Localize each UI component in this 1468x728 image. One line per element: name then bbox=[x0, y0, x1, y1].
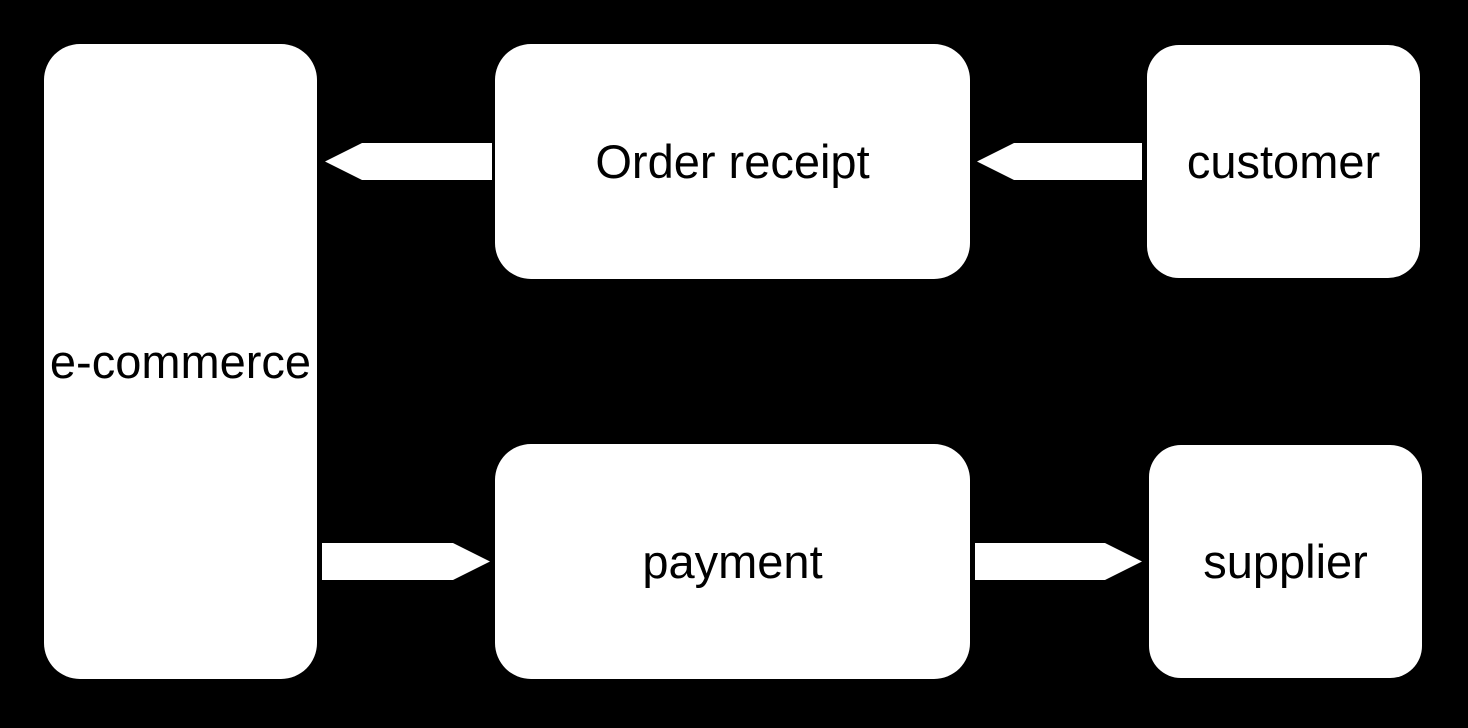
node-supplier: supplier bbox=[1149, 445, 1422, 678]
arrow-payment-to-supplier bbox=[975, 543, 1142, 580]
node-payment-label: payment bbox=[642, 535, 823, 588]
node-ecommerce-label: e-commerce bbox=[49, 335, 312, 388]
arrow-ecommerce-to-payment bbox=[322, 543, 490, 580]
node-customer: customer bbox=[1147, 45, 1420, 278]
arrow-customer-to-order-receipt bbox=[977, 143, 1142, 180]
node-supplier-label: supplier bbox=[1203, 535, 1368, 588]
node-ecommerce: e-commerce bbox=[44, 44, 317, 679]
node-order-receipt: Order receipt bbox=[495, 44, 970, 279]
node-order-receipt-label: Order receipt bbox=[595, 135, 870, 188]
node-payment: payment bbox=[495, 444, 970, 679]
arrow-order-receipt-to-ecommerce bbox=[325, 143, 492, 180]
node-customer-label: customer bbox=[1186, 135, 1381, 188]
